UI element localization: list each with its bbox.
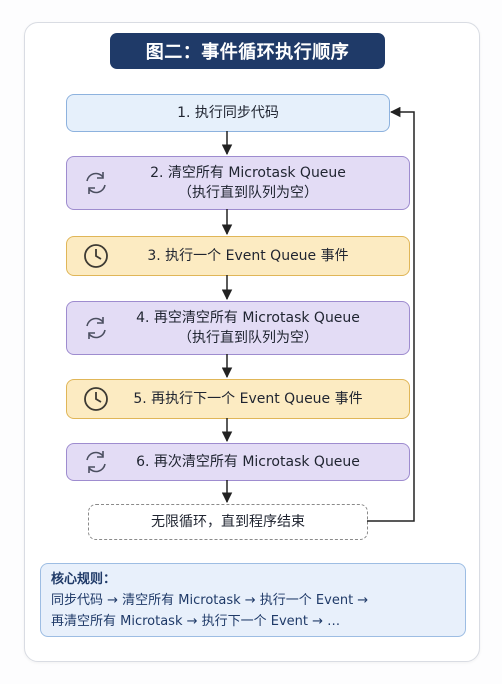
clock-icon (84, 244, 108, 268)
core-rules-heading: 核心规则： (51, 572, 117, 587)
refresh-icon (86, 317, 106, 339)
step-4-label: 4. 再空清空所有 Microtask Queue (136, 310, 360, 326)
step-6-label: 6. 再次清空所有 Microtask Queue (136, 454, 360, 470)
diagram-title: 图二：事件循环执行顺序 (110, 33, 385, 69)
refresh-icon (86, 172, 106, 194)
step-2-sublabel: （执行直到队列为空） (177, 185, 318, 201)
step-4-sublabel: （执行直到队列为空） (177, 330, 318, 346)
step-1-label: 1. 执行同步代码 (177, 105, 279, 121)
step-3-label: 3. 执行一个 Event Queue 事件 (147, 248, 349, 264)
core-rules-line-2: 再清空所有 Microtask → 执行下一个 Event → … (51, 614, 341, 629)
core-rules-line-1: 同步代码 → 清空所有 Microtask → 执行一个 Event → (51, 593, 369, 608)
step-6-box: 6. 再次清空所有 Microtask Queue (66, 443, 410, 481)
core-rules-box: 核心规则： 同步代码 → 清空所有 Microtask → 执行一个 Event… (40, 563, 466, 637)
loop-label: 无限循环，直到程序结束 (151, 514, 305, 530)
step-2-box: 2. 清空所有 Microtask Queue （执行直到队列为空） (66, 156, 410, 210)
step-2-label: 2. 清空所有 Microtask Queue (150, 165, 346, 181)
step-4-box: 4. 再空清空所有 Microtask Queue （执行直到队列为空） (66, 301, 410, 355)
step-1-box: 1. 执行同步代码 (66, 94, 390, 132)
step-3-box: 3. 执行一个 Event Queue 事件 (66, 236, 410, 276)
step-5-box: 5. 再执行下一个 Event Queue 事件 (66, 379, 410, 419)
loop-back-arrow (367, 106, 415, 522)
step-5-label: 5. 再执行下一个 Event Queue 事件 (133, 391, 363, 407)
clock-icon (84, 387, 108, 411)
loop-box: 无限循环，直到程序结束 (88, 504, 368, 540)
refresh-icon (86, 451, 106, 473)
